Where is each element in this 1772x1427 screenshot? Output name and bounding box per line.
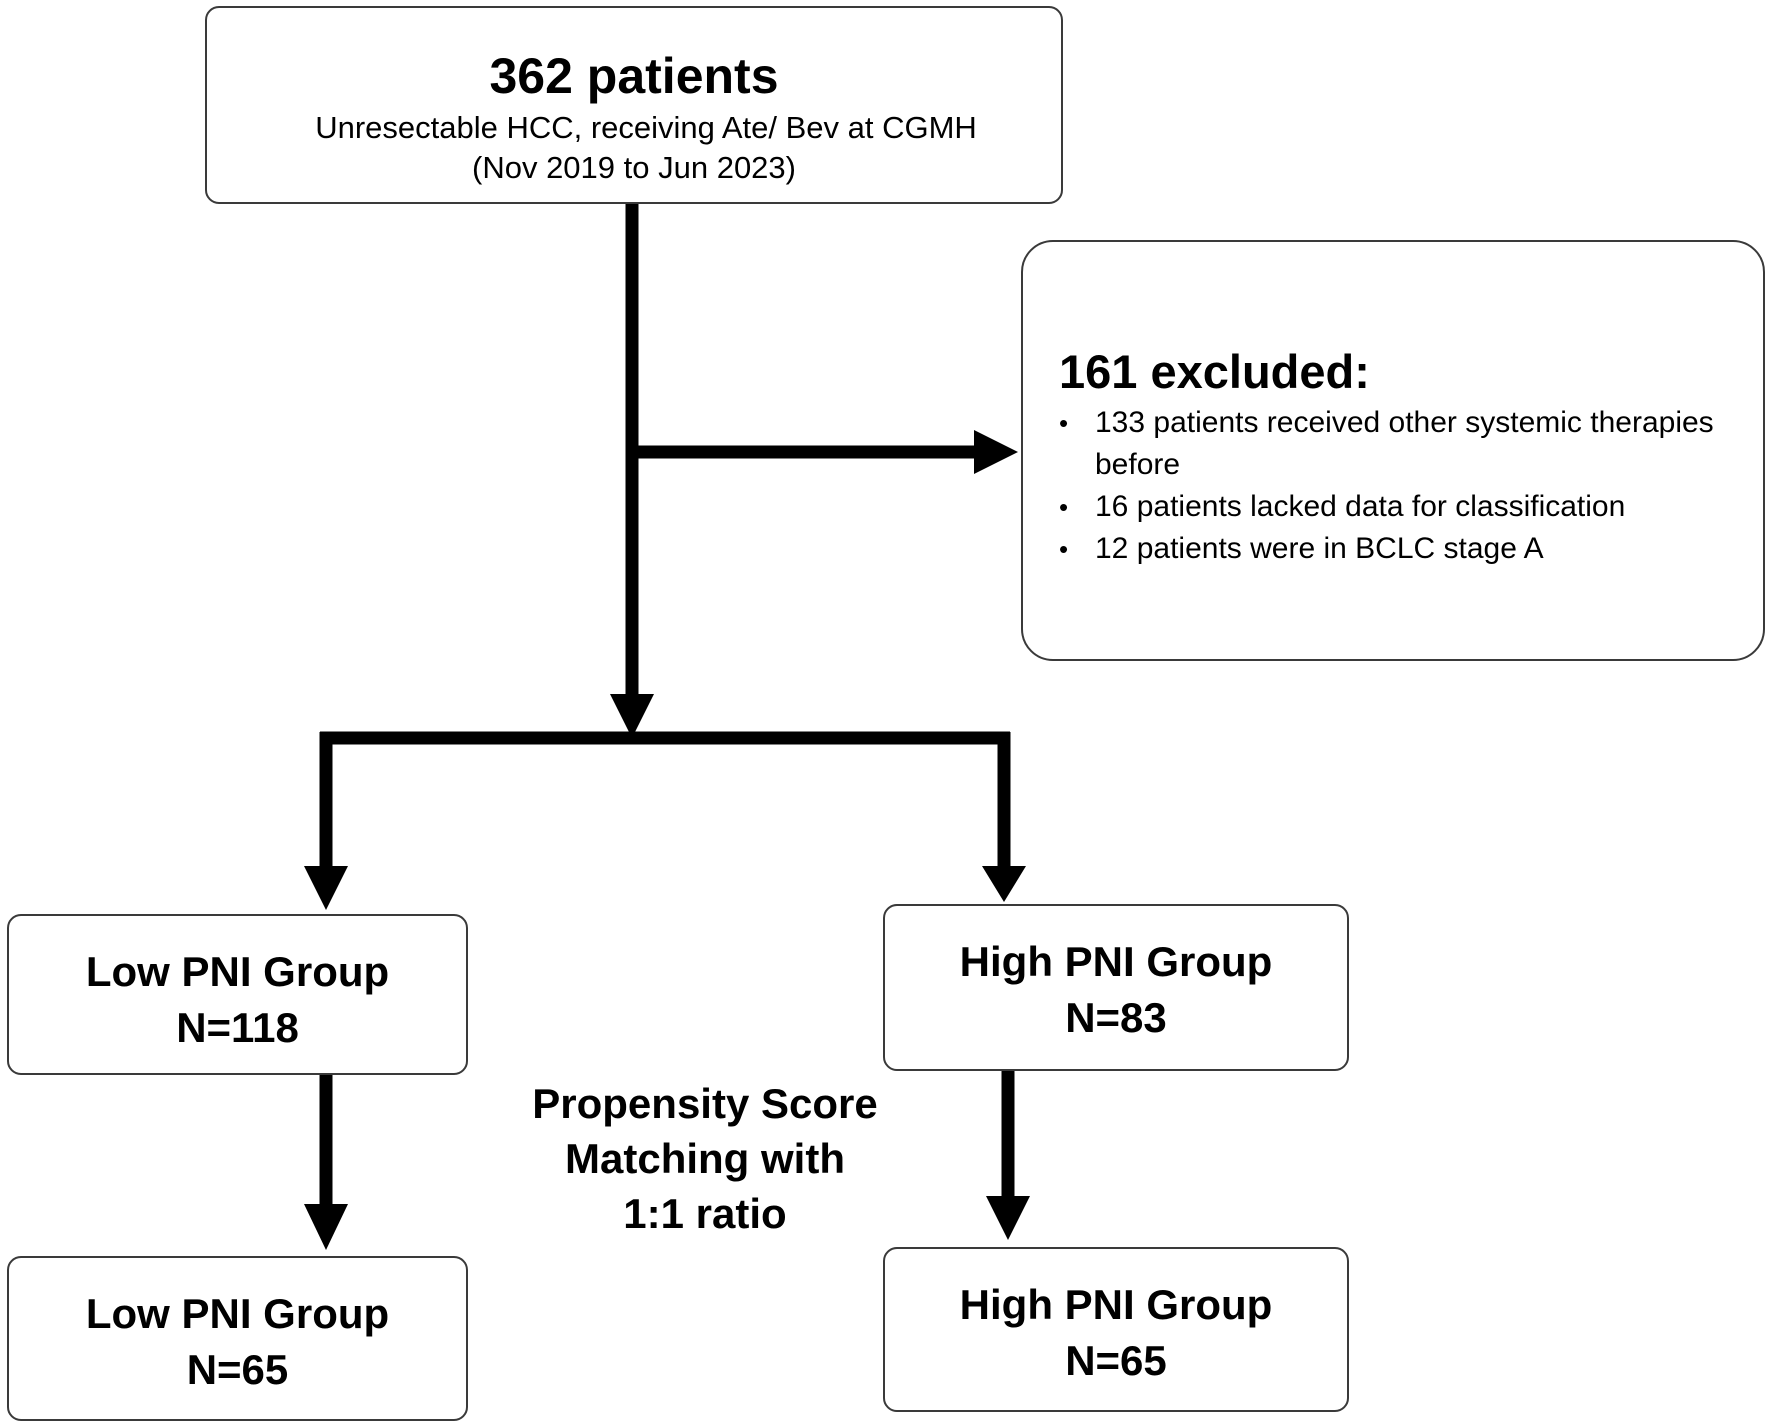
high-match-arrowhead (986, 1196, 1030, 1240)
enrolled-criteria-text: Unresectable HCC, receiving Ate/ Bev at … (315, 110, 977, 145)
group-count: N=65 (186, 1346, 289, 1393)
exclusion-title: 161 excluded: (1059, 345, 1370, 398)
group-label: Low PNI Group (85, 948, 390, 995)
exclusion-list: • 133 patients received other systemic th… (1059, 402, 1743, 570)
exclusion-item-text: 133 patients received other systemic the… (1095, 406, 1714, 481)
exclusion-item: • 12 patients were in BCLC stage A (1059, 528, 1743, 570)
low-branch-arrowhead (304, 866, 348, 910)
exclusion-item-text: 16 patients lacked data for classificati… (1095, 490, 1626, 523)
trunk-arrowhead (610, 694, 654, 738)
exclusion-item: • 133 patients received other systemic th… (1059, 402, 1743, 486)
matching-note-line: 1:1 ratio (623, 1190, 787, 1237)
bullet-icon: • (1059, 492, 1069, 522)
exclusion-item-text: 12 patients were in BCLC stage A (1095, 532, 1544, 565)
low-pni-group-box: Low PNI Group N=118 (7, 914, 468, 1075)
enrolled-patients-box: 362 patients Unresectable HCC, receiving… (205, 6, 1063, 204)
exclusion-arrowhead (974, 430, 1018, 474)
group-count: N=118 (176, 1004, 299, 1051)
matching-note-line: Matching with (565, 1135, 845, 1182)
enrolled-period-text: (Nov 2019 to Jun 2023) (472, 150, 796, 185)
high-pni-group-box: High PNI Group N=83 (883, 904, 1349, 1071)
group-count: N=65 (1065, 1337, 1167, 1384)
matched-low-pni-group-box: Low PNI Group N=65 (7, 1256, 468, 1421)
group-label: High PNI Group (959, 938, 1273, 985)
exclusion-box: 161 excluded: • 133 patients received oth… (1021, 240, 1765, 661)
low-match-arrowhead (304, 1204, 348, 1250)
exclusion-item: • 16 patients lacked data for classificat… (1059, 486, 1743, 528)
high-branch-arrowhead (982, 866, 1026, 902)
bullet-icon: • (1059, 408, 1069, 438)
group-count: N=83 (1065, 994, 1167, 1041)
bullet-icon: • (1059, 534, 1069, 564)
matching-note-line: Propensity Score (532, 1080, 878, 1127)
group-label: Low PNI Group (85, 1290, 390, 1337)
group-label: High PNI Group (959, 1281, 1273, 1328)
matched-high-pni-group-box: High PNI Group N=65 (883, 1247, 1349, 1412)
enrolled-count-title: 362 patients (489, 48, 779, 104)
propensity-matching-note: Propensity Score Matching with 1:1 ratio (480, 1076, 930, 1241)
